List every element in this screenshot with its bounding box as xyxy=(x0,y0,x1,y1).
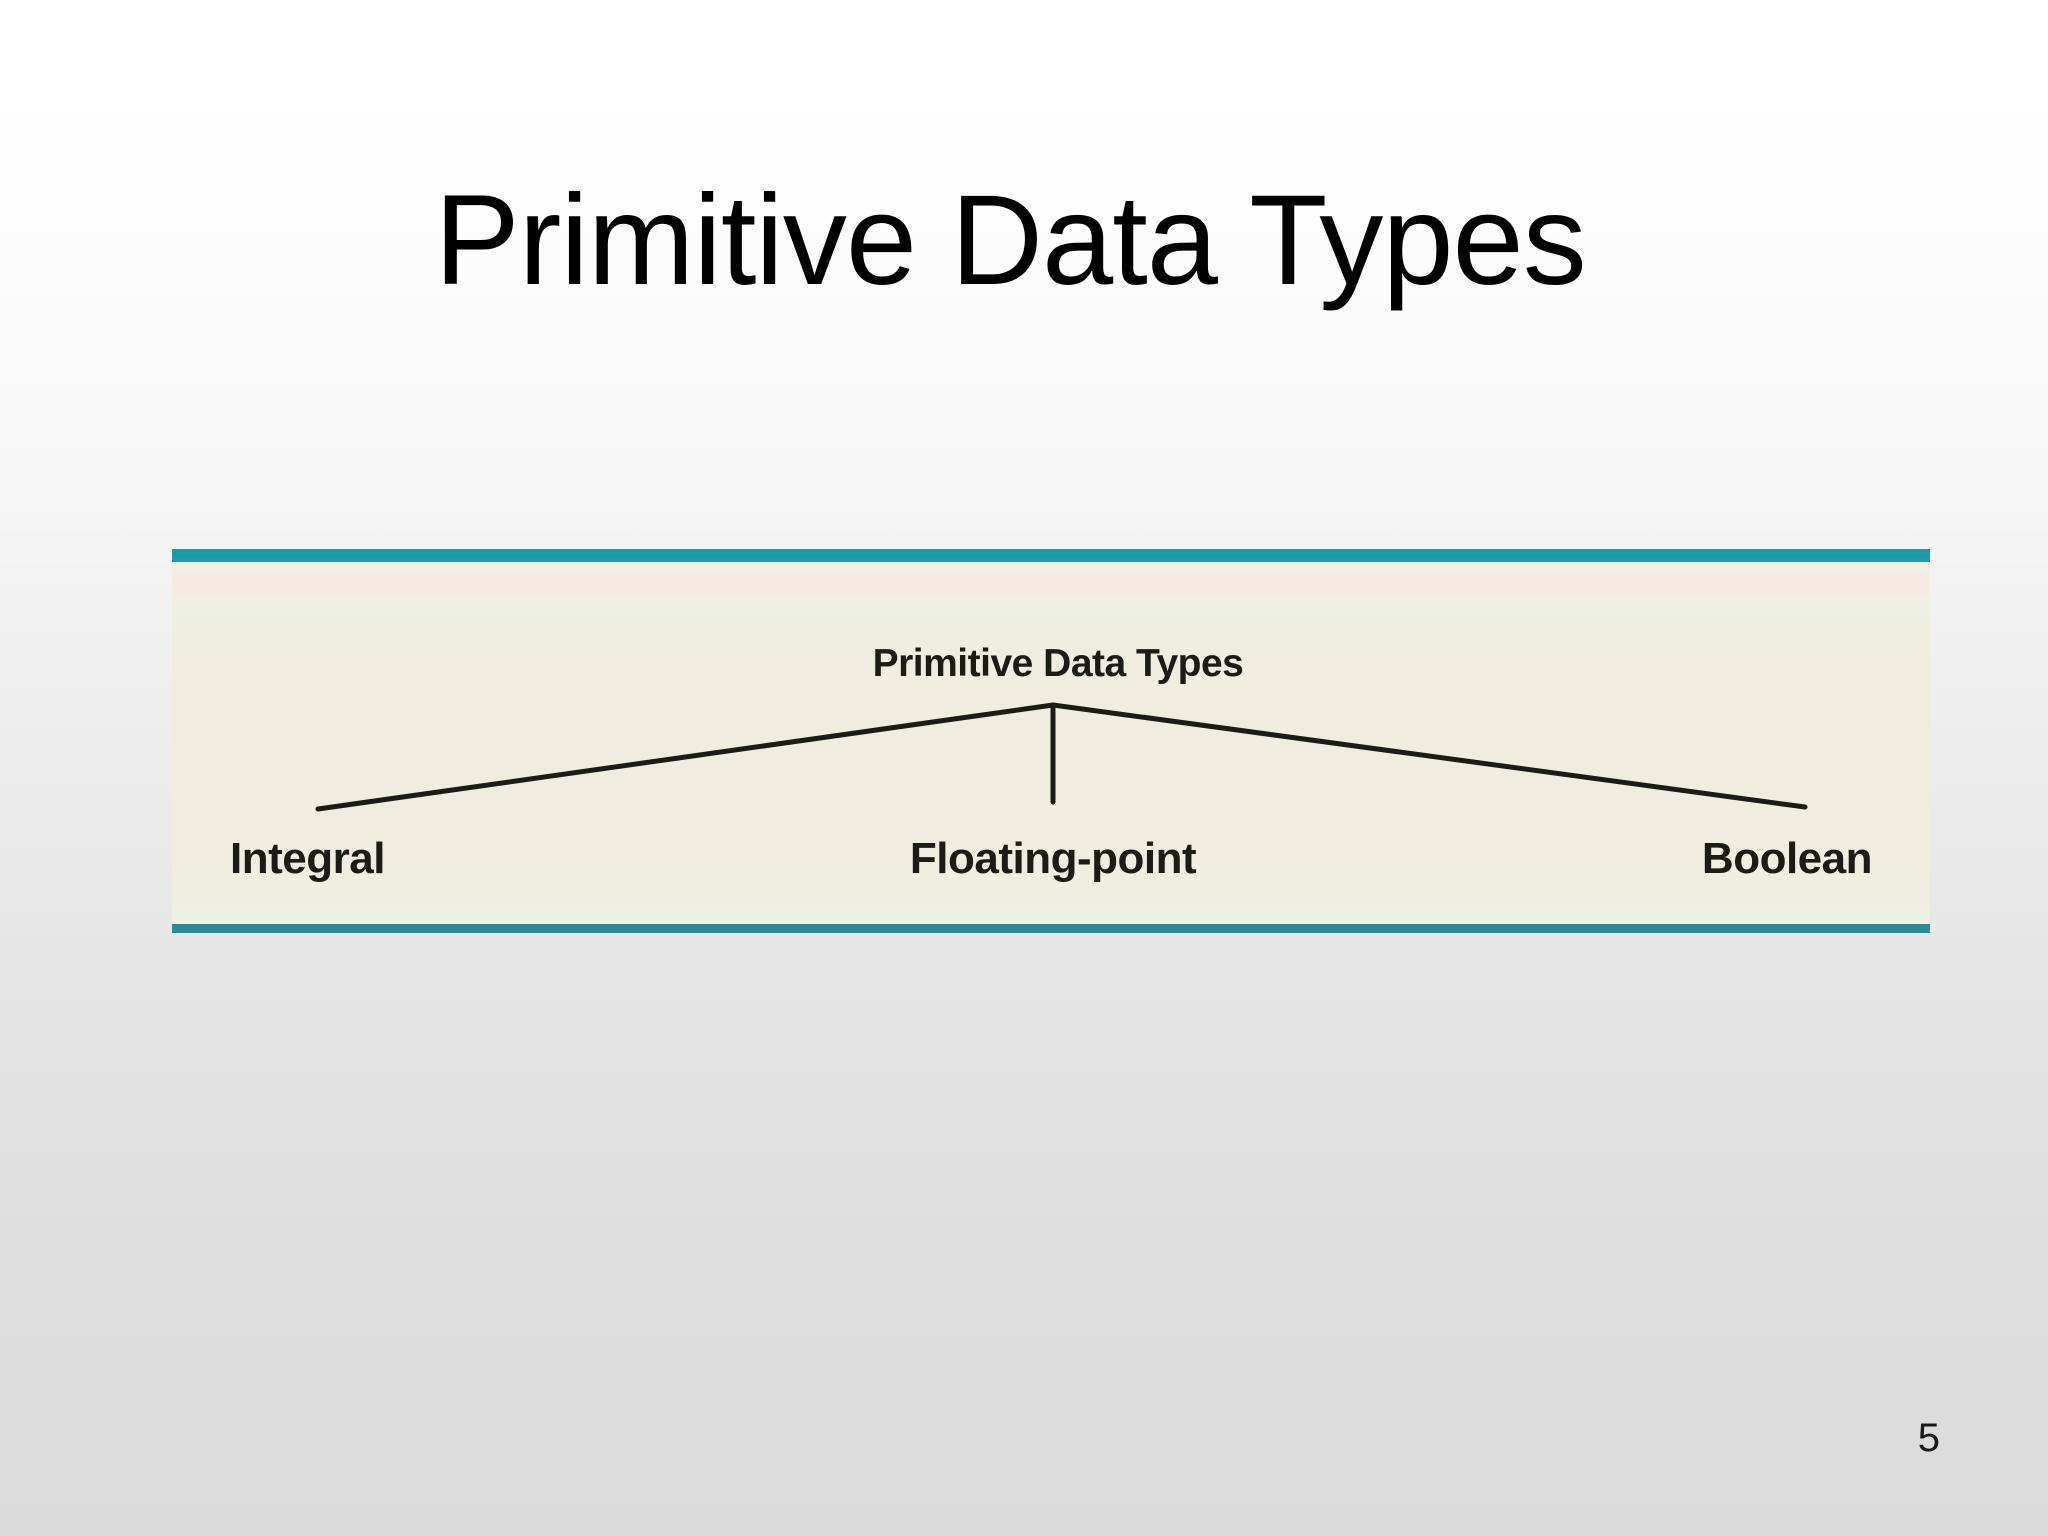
tree-root-label: Primitive Data Types xyxy=(873,642,1244,685)
branch-line-integral xyxy=(315,702,1056,812)
page-number: 5 xyxy=(1917,1416,1940,1460)
page-title: Primitive Data Types xyxy=(434,168,1586,312)
tree-leaf-label-boolean: Boolean xyxy=(1702,834,1872,883)
primitive-data-types-tree-diagram: Primitive Data Types Integral Floating-p… xyxy=(230,642,1873,883)
tree-leaf-label-floating-point: Floating-point xyxy=(910,834,1197,883)
branch-line-boolean xyxy=(1050,702,1808,810)
tree-leaf-label-integral: Integral xyxy=(230,834,385,883)
figure-panel: Primitive Data Types Integral Floating-p… xyxy=(172,549,1930,933)
